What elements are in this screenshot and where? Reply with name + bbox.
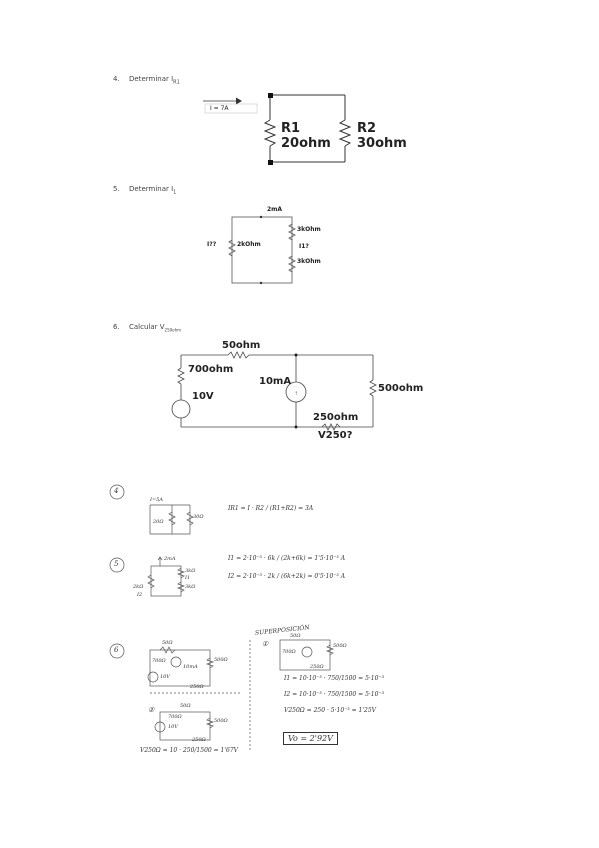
hw-q6-c2-rleft: 700Ω	[168, 714, 182, 720]
problem-6-title-text: Calcular V	[129, 323, 165, 331]
problem-5-number: 5.	[113, 185, 120, 193]
node-4-top	[268, 93, 273, 98]
node-4-bottom	[268, 160, 273, 165]
hw-q5-imid: I1	[185, 575, 191, 581]
problem-4-title-text: Determinar I	[129, 75, 174, 83]
p4-r1-name: R1	[281, 121, 301, 136]
problem-4-title: 4. Determinar IR1	[113, 75, 180, 85]
hw-q4-circle: 4	[114, 487, 119, 495]
p5-unknown-mid: I1?	[299, 243, 309, 250]
problem-6-title: 6. Calcular V250ohm	[113, 323, 181, 332]
hw-q6-eq3: V250Ω = 250 · 5·10⁻³ = 1'25V	[284, 707, 376, 714]
p6-r-right: 500ohm	[378, 383, 424, 394]
hw-q6-eq1: I1 = 10·10⁻³ · 750/1500 = 5·10⁻³	[284, 675, 385, 682]
hw-q6-c2-sourcev: 10V	[168, 724, 178, 730]
p4-r1-value: 20ohm	[281, 136, 331, 151]
hw-q6-eq4: V250Ω = 10 · 250/1500 = 1'67V	[140, 747, 238, 754]
problem-5-title: 5. Determinar I1	[113, 185, 176, 195]
hw-q6-eq2: I2 = 10·10⁻³ · 750/1500 = 5·10⁻³	[284, 691, 385, 698]
hw-q4-current: I=5A	[150, 497, 163, 503]
hw-q6-case2: ②	[148, 706, 155, 714]
problem-5-title-sub: 1	[173, 189, 177, 196]
hw-q6-c2-rright: 500Ω	[214, 718, 228, 724]
hw-q6-r-top: 50Ω	[162, 640, 173, 646]
hw-q6-c1-rright: 500Ω	[333, 643, 347, 649]
hw-q6-r-right: 500Ω	[214, 657, 228, 663]
hw-q5-ileft: I2	[137, 592, 143, 598]
hw-q6-c1-rleft: 700Ω	[282, 649, 296, 655]
p6-source-i: 10mA	[259, 376, 292, 387]
svg-text:↑: ↑	[294, 391, 298, 397]
circuit-6	[171, 351, 377, 431]
hw-q5-rc: 2kΩ	[133, 584, 144, 590]
p5-r-bottom: 3kOhm	[297, 258, 321, 265]
hw-q6-circle: 6	[114, 646, 119, 654]
p5-r-left: 2kOhm	[237, 241, 261, 248]
hw-q6-c2-rtop: 50Ω	[180, 703, 191, 709]
hw-q6-source-v: 10V	[160, 674, 170, 680]
problem-6-number: 6.	[113, 323, 120, 331]
problem-5-title-text: Determinar I	[129, 185, 174, 193]
hw-q5-rb: 3kΩ	[185, 584, 196, 590]
problem-4-title-sub: R1	[173, 79, 180, 86]
problem-6-title-sub: 250ohm	[164, 327, 182, 333]
p6-r-bottom: 250ohm	[313, 412, 359, 423]
hw-q6-c1-rbottom: 250Ω	[310, 664, 324, 670]
hw-circuit-6	[109, 639, 335, 750]
p4-current-label: I = 7A	[210, 105, 229, 112]
hw-q5-eq1: I1 = 2·10⁻³ · 6k / (2k+6k) = 1'5·10⁻³ A	[228, 555, 346, 562]
hw-circuit-4	[109, 484, 194, 535]
p5-r-top: 3kOhm	[297, 226, 321, 233]
problem-4-number: 4.	[113, 75, 120, 83]
circuit-4	[203, 94, 352, 163]
hw-q5-eq2: I2 = 2·10⁻³ · 2k / (6k+2k) = 0'5·10⁻³ A	[228, 573, 346, 580]
hw-q5-ra: 3kΩ	[185, 568, 196, 574]
hw-q5-circle: 5	[114, 560, 119, 568]
hw-q4-r-right: 30Ω	[193, 514, 204, 520]
hw-q6-source-i: 10mA	[183, 664, 198, 670]
hw-q6-c2-rbottom: 250Ω	[192, 737, 206, 743]
hw-q5-source: 2mA	[164, 556, 176, 562]
p6-r-left: 700ohm	[188, 364, 234, 375]
hw-q6-c1-rtop: 50Ω	[290, 633, 301, 639]
circuit-5	[228, 216, 296, 284]
hw-q6-result: Vo = 2'92V	[283, 732, 338, 745]
hw-q6-case1: ①	[262, 640, 269, 648]
hw-q4-r-left: 20Ω	[153, 519, 164, 525]
p5-unknown-left: I??	[207, 241, 217, 248]
p6-source-v: 10V	[192, 391, 214, 402]
p6-unknown: V250?	[318, 430, 353, 441]
hw-q6-r-bottom: 250Ω	[190, 684, 204, 690]
hw-q4-equation: IR1 = I · R2 / (R1+R2) = 3A	[228, 505, 314, 512]
p4-r2-value: 30ohm	[357, 136, 407, 151]
hw-circuit-5	[109, 556, 186, 597]
p6-r-top: 50ohm	[222, 340, 261, 351]
hw-q6-r-left: 700Ω	[152, 658, 166, 664]
p4-r2-name: R2	[357, 121, 377, 136]
p5-source-label: 2mA	[267, 206, 283, 213]
